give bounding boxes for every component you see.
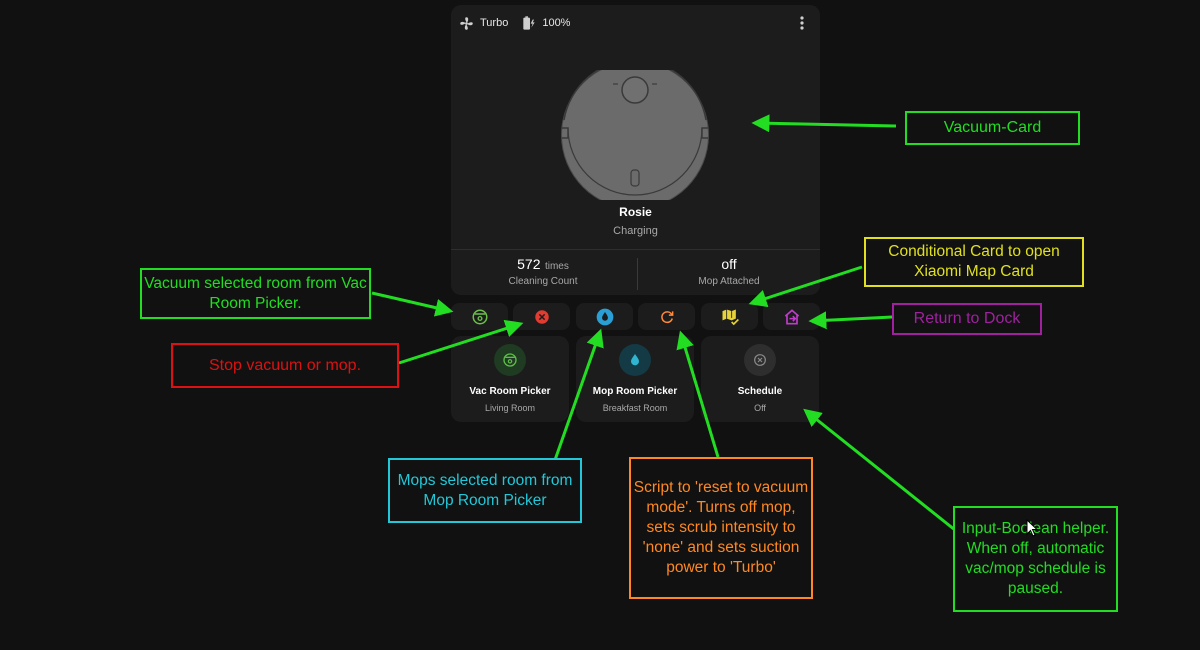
mop-attached-label: Mop Attached — [698, 276, 760, 287]
home-import-icon — [784, 308, 799, 324]
tile-title: Mop Room Picker — [592, 386, 678, 397]
map-check-icon — [722, 309, 739, 325]
mouse-cursor-icon — [1026, 519, 1038, 537]
battery-level: 100% — [542, 17, 571, 29]
annotation-conditional-card: Conditional Card to open Xiaomi Map Card — [864, 237, 1084, 287]
reset-vacuum-mode-button[interactable] — [638, 303, 695, 330]
cleaning-count-value: 572 — [517, 256, 541, 272]
refresh-icon — [660, 310, 673, 323]
cleaning-count-stat: 572 times Cleaning Count — [451, 256, 635, 287]
water-drop-icon — [596, 308, 613, 325]
mop-attached-value: off — [721, 256, 737, 272]
robot-vacuum-image — [558, 59, 712, 214]
open-map-button[interactable] — [701, 303, 758, 330]
arrow-return-dock — [808, 311, 893, 330]
vacuum-status: Charging — [613, 225, 658, 237]
vacuum-header: Turbo 100% — [459, 15, 570, 31]
more-vert-icon[interactable] — [794, 14, 810, 32]
annotation-script-reset: Script to 'reset to vacuum mode'. Turns … — [629, 457, 813, 599]
schedule-tile[interactable]: Schedule Off — [701, 336, 819, 422]
annotation-return-to-dock: Return to Dock — [892, 303, 1042, 335]
cleaning-count-label: Cleaning Count — [508, 276, 578, 287]
mop-room-picker-tile[interactable]: Mop Room Picker Breakfast Room — [576, 336, 694, 422]
divider — [451, 249, 820, 250]
annotation-stop: Stop vacuum or mop. — [171, 343, 399, 388]
water-drop-icon — [619, 344, 651, 376]
cancel-circle-icon — [744, 344, 776, 376]
annotation-vac-selected-room: Vacuum selected room from Vac Room Picke… — [140, 268, 371, 319]
mop-attached-stat: off Mop Attached — [637, 256, 821, 287]
vac-selected-room-button[interactable] — [451, 303, 508, 330]
mop-selected-room-button[interactable] — [576, 303, 633, 330]
stat-separator — [637, 258, 638, 290]
robot-vacuum-icon — [472, 309, 487, 324]
return-to-dock-button[interactable] — [763, 303, 820, 330]
robot-vacuum-icon — [494, 344, 526, 376]
stop-circle-icon — [534, 309, 549, 324]
tile-title: Schedule — [737, 386, 783, 397]
vac-room-picker-tile[interactable]: Vac Room Picker Living Room — [451, 336, 569, 422]
vacuum-card[interactable]: Turbo 100% Rosie Charging 572 time — [451, 5, 820, 295]
annotation-mop-selected-room: Mops selected room from Mop Room Picker — [388, 458, 582, 523]
cleaning-count-unit: times — [544, 261, 569, 272]
arrow-vac-selected-room — [371, 291, 454, 317]
annotation-vacuum-card: Vacuum-Card — [905, 111, 1080, 145]
fan-mode-label: Turbo — [480, 17, 509, 29]
arrow-input-boolean — [803, 408, 956, 532]
tile-value: Off — [754, 403, 766, 413]
tile-value: Living Room — [484, 403, 536, 413]
stop-button[interactable] — [513, 303, 570, 330]
tile-value: Breakfast Room — [602, 403, 668, 413]
tile-title: Vac Room Picker — [469, 386, 551, 397]
vacuum-name: Rosie — [619, 205, 652, 219]
fan-icon — [460, 16, 473, 30]
battery-charging-icon — [523, 16, 535, 30]
